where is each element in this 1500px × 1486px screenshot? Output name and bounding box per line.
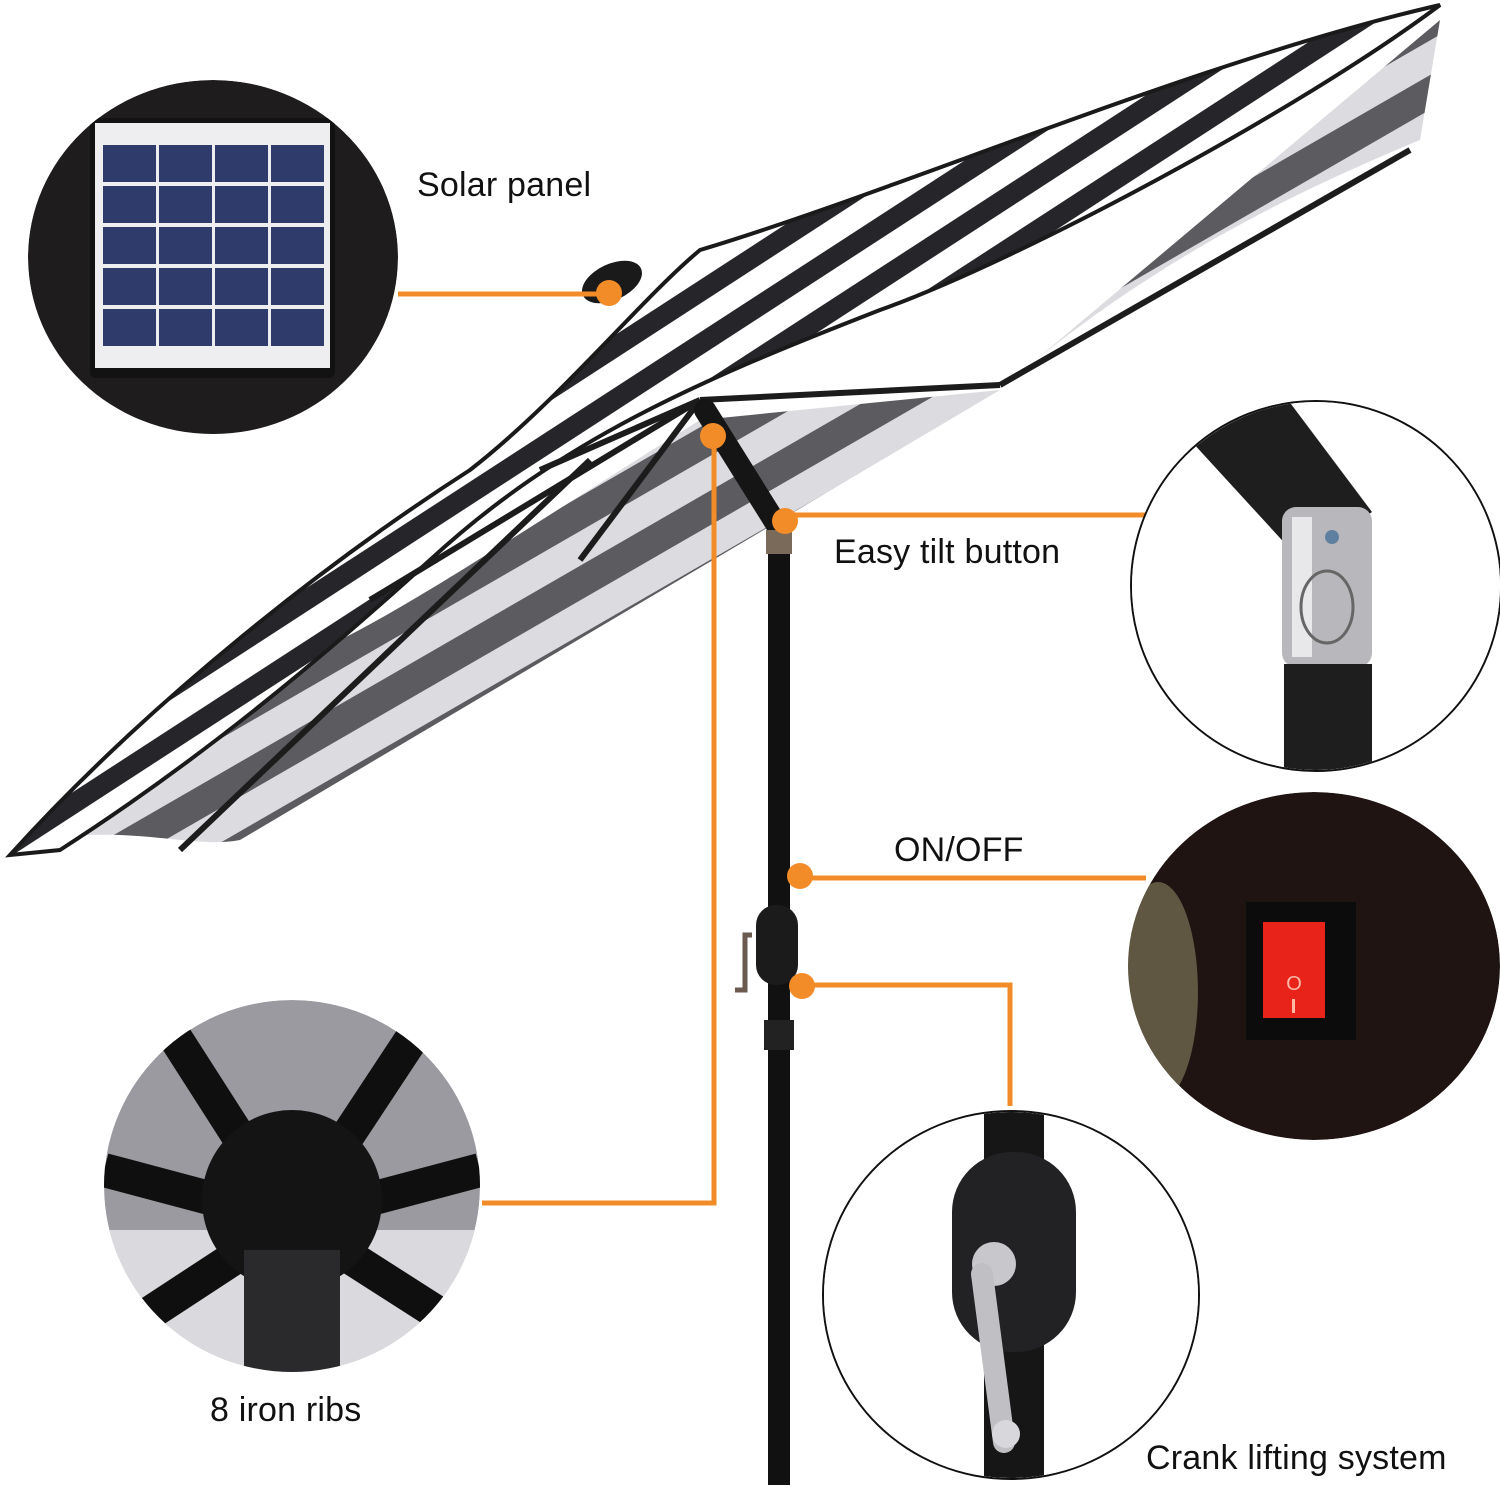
canopy-top [5,3,1442,858]
pole-sleeve [764,1020,794,1050]
label-on-off: ON/OFF [894,831,1024,869]
callout-line-crank [802,982,1013,1106]
detail-iron-ribs [104,1000,480,1372]
callout-line-ribs [482,436,717,1206]
crank-housing-icon [952,1152,1076,1352]
label-easy-tilt-button: Easy tilt button [834,533,1061,571]
tilt-joint [766,530,792,554]
detail-solar-panel [28,80,398,435]
callout-dot-solar [596,280,622,306]
label-iron-ribs: 8 iron ribs [210,1391,362,1429]
detail-on-off-switch: O [1128,792,1500,1140]
label-crank-lifting-system: Crank lifting system [1146,1439,1447,1477]
callout-dot-switch [787,863,813,889]
pole-main [768,530,790,1485]
umbrella-ribs [177,147,1412,853]
callout-dot-tilt [772,508,798,534]
crank-housing [756,905,798,985]
detail-crank-system [822,1110,1200,1480]
callout-dots [596,280,815,999]
detail-tilt-button [1130,400,1500,772]
callout-dot-ribs [700,423,726,449]
svg-text:O: O [1286,973,1302,995]
callout-dot-crank [789,973,815,999]
solar-cells-icon [103,145,324,346]
callout-lines [398,291,1146,1206]
crank-handle [735,932,752,993]
label-solar-panel: Solar panel [417,166,592,204]
